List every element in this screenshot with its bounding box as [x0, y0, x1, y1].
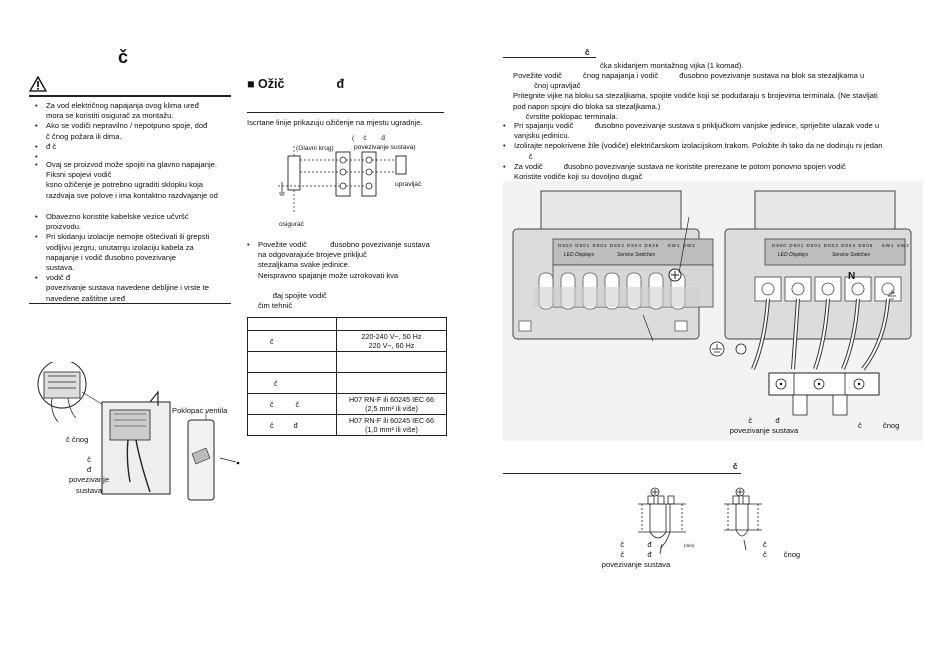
caution-item: Izolirajte nepokrivene žile (vodiče) ele… — [503, 141, 923, 161]
wiring-intro: Iscrtane linije prikazuju ožičenje na mj… — [247, 118, 423, 127]
table-row: č — [247, 372, 447, 394]
led-ids: D800 D801 D802 D803 D804 D805 SW1 SW2 — [558, 243, 696, 248]
service-switches-label-2: Service Switches — [832, 252, 871, 258]
terminal-heading-rule — [503, 57, 596, 58]
cable-list: Obavezno koristite kabelske vezice učvrš… — [35, 212, 245, 304]
spacer — [35, 152, 245, 162]
step-remove-cover: čka skidanjem montažnog vijka (1 komad). — [600, 61, 744, 70]
interconnect-bottom-label: povezivanje sustava) — [354, 144, 416, 151]
connection-note-item: Povežite vodič đusobno povezivanje susta… — [247, 240, 457, 311]
wiring-heading: ■ Ožič đ — [247, 77, 345, 91]
warning-item: Ako se vodiči nepravilno / nepotpuno spo… — [35, 121, 245, 141]
power-item: Ovaj se proizvod može spojiti na glavno … — [35, 160, 245, 201]
strip-power-label: č č čnog — [763, 540, 801, 560]
cable-item: Pri skidanju izolacije nemojte oštećivat… — [35, 232, 245, 273]
warning-icon — [29, 76, 47, 92]
terminal-cover-closed — [512, 190, 714, 342]
left-bottom-rule — [29, 303, 231, 304]
strip-heading: č — [733, 462, 738, 471]
warning-list: Za vod električnog napajanja ovog klima … — [35, 101, 245, 201]
outdoor-terminal-photos — [503, 181, 923, 441]
table-row — [247, 351, 447, 373]
strip-length-diagram — [638, 487, 762, 555]
strip-interconnect-label: č đ č đ povezivanje sustava — [601, 540, 671, 570]
power-cable-label-right: č čnog — [858, 421, 900, 430]
connection-note: Povežite vodič đusobno povezivanje susta… — [247, 240, 457, 311]
valve-cover-label: Poklopac ventila — [172, 406, 228, 415]
terminal-heading: č — [585, 48, 590, 57]
interconnect-cable-label: č đ povezivanje sustava — [729, 416, 799, 436]
led-displays-label: LED Displays — [564, 252, 595, 258]
fuse-label: osigurač — [279, 221, 304, 228]
warning-item: Za vod električnog napajanja ovog klima … — [35, 101, 245, 121]
interconnect-label: č đ povezivanje sustava — [68, 455, 110, 495]
strip-rule — [503, 473, 741, 474]
neutral-label: N — [848, 271, 856, 282]
interconnect-top-label: ( č đ — [352, 135, 385, 142]
wiring-rule — [247, 112, 444, 113]
service-switches-label: Service Switches — [617, 252, 656, 258]
main-circuit-label: (Glavni krug) — [296, 145, 334, 152]
warning-item: đ č — [35, 142, 245, 152]
table-row — [247, 317, 447, 331]
left-title: č — [118, 47, 129, 67]
caution-item: Za vodič đusobno povezivanje sustava ne … — [503, 162, 923, 182]
power-cable-label: č čnog — [66, 435, 89, 444]
cable-item: Obavezno koristite kabelske vezice učvrš… — [35, 212, 245, 232]
caution-list: Pri spajanju vodič đusobno povezivanje s… — [503, 121, 923, 182]
controller-label: upravljač — [395, 181, 422, 188]
steps-block: Povežite vodič čnog napajanja i vodič đu… — [513, 71, 878, 121]
indoor-unit-figure — [37, 362, 240, 501]
wiring-diagram — [278, 146, 407, 212]
warning-rule — [29, 95, 231, 97]
mm-label: (mm) — [684, 543, 695, 548]
caution-item: Pri spajanju vodič đusobno povezivanje s… — [503, 121, 923, 141]
led-ids-2: D800 D801 D802 D803 D804 D805 SW1 SW2 — [772, 243, 910, 248]
led-displays-label-2: LED Displays — [778, 252, 809, 258]
terminal-block-open — [709, 190, 912, 416]
